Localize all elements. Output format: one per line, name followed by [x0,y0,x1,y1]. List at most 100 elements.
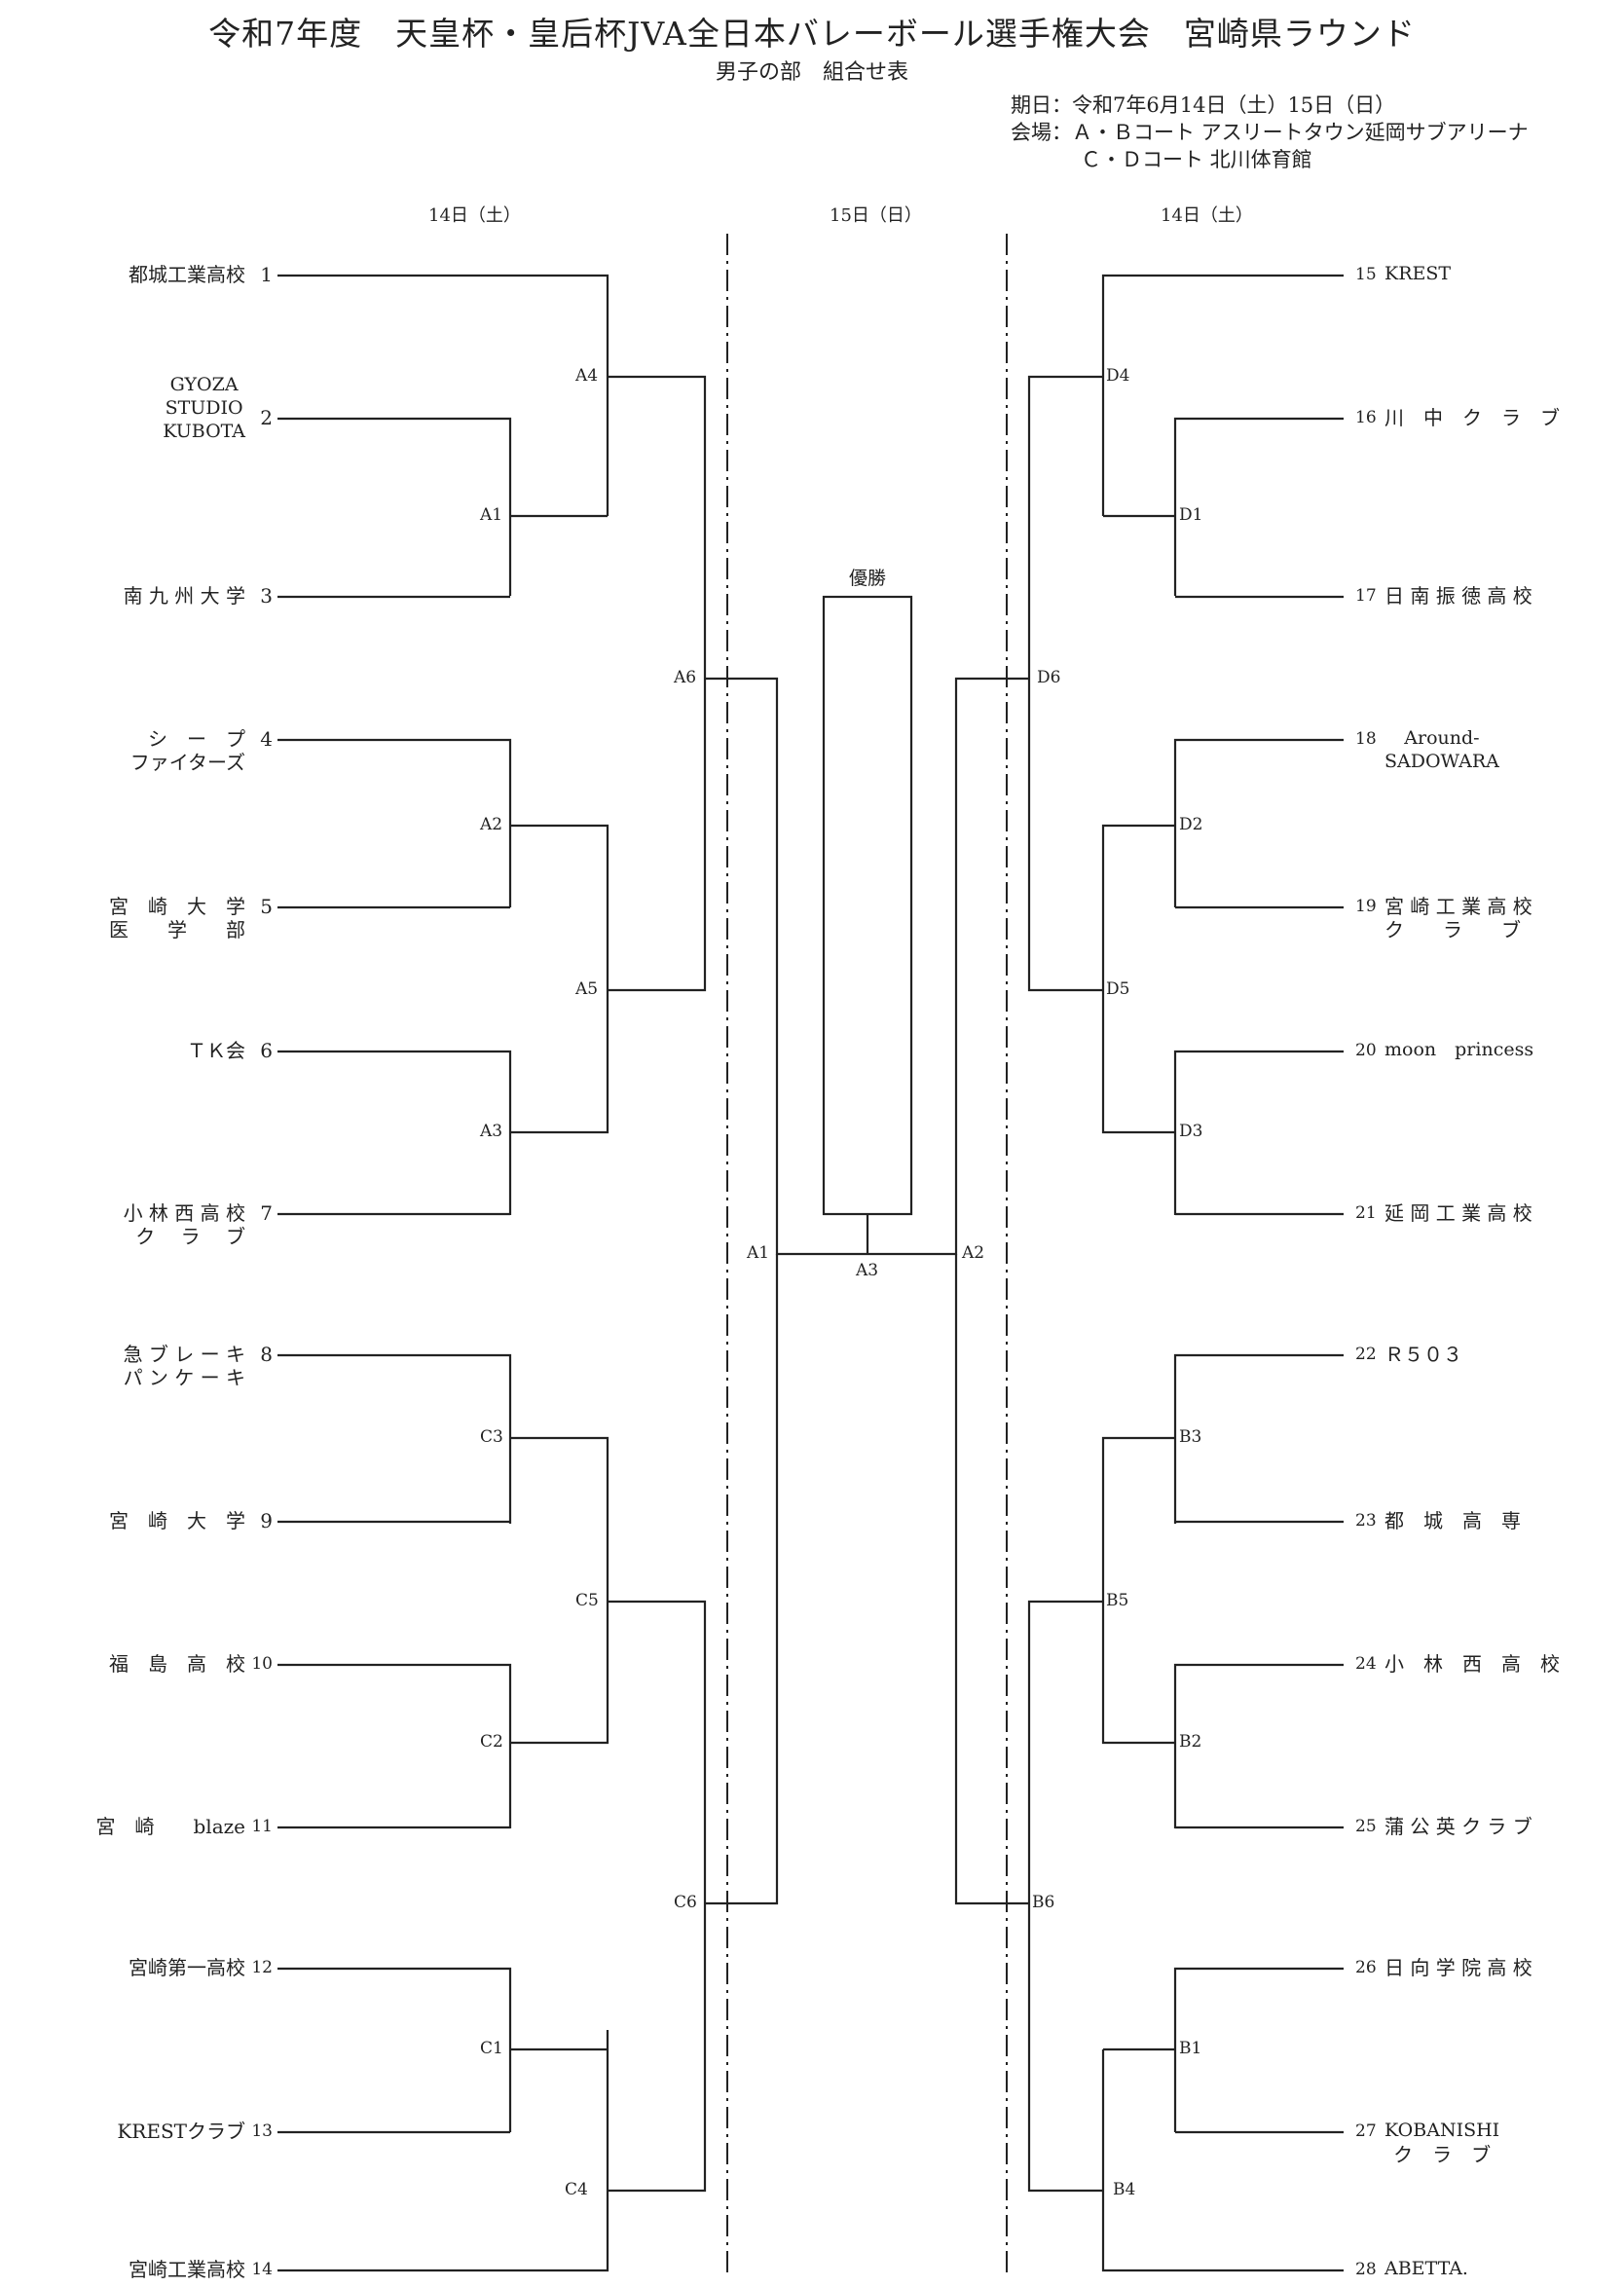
team-name-line: ク ラ ブ [1393,2143,1492,2166]
team-name-line: 宮崎第一高校 [129,1956,245,1979]
team-name-line: KUBOTA [163,421,245,442]
team-name-line: 小 林 西 高 校 [1384,1652,1560,1676]
day-label-right: 14日（土） [1161,205,1253,226]
event-date: 期日：令和7年6月14日（土）15日（日） [1011,93,1396,117]
match-label-d6: D6 [1037,668,1061,687]
team-name-line: 宮 崎 大 学 [109,1509,245,1532]
team-name-line: 福 島 高 校 [109,1652,245,1676]
team-number: 18 [1355,729,1377,749]
team-number: 7 [260,1201,273,1225]
page-title: 令和7年度 天皇杯・皇后杯JVA全日本バレーボール選手権大会 宮崎県ラウンド [208,15,1416,53]
team-name-line: 急 ブ レ ー キ [123,1343,245,1366]
team-name: シ ー プファイターズ [130,728,245,775]
match-label-b5: B5 [1106,1591,1129,1610]
match-label-d5: D5 [1106,979,1130,999]
match-label-c1: C1 [480,2039,503,2058]
team-name-line: Around- [1404,727,1480,749]
team-number: 14 [251,2260,273,2279]
match-label-d2: D2 [1179,815,1203,834]
team-number: 12 [251,1958,273,1977]
team-name-line: パ ン ケ ー キ [123,1366,245,1389]
match-label-c6: C6 [674,1893,697,1912]
team-name-line: 都城工業高校 [129,263,245,286]
event-venue-ab: 会場：Ａ・Ｂコート アスリートタウン延岡サブアリーナ [1011,121,1529,144]
team-number: 20 [1355,1041,1377,1060]
match-label-final-a2: A2 [962,1243,985,1263]
team-name-line: 医 学 部 [109,918,245,941]
match-label-b3: B3 [1179,1427,1202,1447]
team-name: 蒲 公 英 ク ラ ブ [1384,1816,1532,1839]
team-number: 4 [260,727,273,751]
team-number: 9 [260,1509,273,1532]
team-number: 5 [260,895,273,918]
team-name: KRESTクラブ [117,2121,245,2144]
match-label-b2: B2 [1179,1732,1202,1752]
match-label-a3: A3 [480,1122,503,1141]
team-number: 11 [251,1817,273,1836]
team-name: 宮 崎 工 業 高 校ク ラ ブ [1384,896,1532,942]
team-name: 宮崎第一高校 [129,1957,245,1980]
team-name-line: 都 城 高 専 [1384,1509,1521,1532]
team-name-line: 川 中 ク ラ ブ [1384,406,1560,429]
team-name-line: GYOZA [169,374,239,395]
team-name: 都城工業高校 [129,264,245,287]
team-name: 宮 崎 blaze [96,1816,246,1839]
team-number: 25 [1355,1817,1377,1836]
team-name-line: 日 南 振 徳 高 校 [1384,584,1532,608]
team-name-line: 宮崎工業高校 [129,2258,245,2281]
team-name-line: 宮 崎 blaze [95,1815,246,1838]
match-label-c2: C2 [480,1732,503,1752]
team-number: 2 [260,406,273,429]
team-name-line: 小 林 西 高 校 [123,1201,245,1225]
match-label-d1: D1 [1179,505,1203,525]
team-number: 28 [1355,2260,1377,2279]
page-subtitle: 男子の部 組合せ表 [715,60,908,85]
day-label-center: 15日（日） [830,205,922,226]
team-number: 3 [260,584,273,608]
team-name-line: KRESTクラブ [117,2120,245,2143]
team-number: 23 [1355,1511,1377,1531]
champion-label: 優勝 [849,568,887,589]
match-label-c4: C4 [565,2180,588,2199]
team-name-line: 日 向 学 院 高 校 [1384,1956,1532,1979]
match-label-a6: A6 [674,668,697,687]
team-name: 延 岡 工 業 高 校 [1384,1202,1532,1226]
team-number: 24 [1355,1654,1377,1674]
team-name: Ｒ５０３ [1384,1344,1462,1367]
team-name-line: moon princess [1384,1039,1534,1060]
team-name-line: ファイターズ [129,751,245,774]
team-number: 6 [260,1039,273,1062]
team-number: 1 [260,263,273,286]
team-number: 26 [1355,1958,1377,1977]
match-label-d3: D3 [1179,1122,1203,1141]
team-name: 小 林 西 高 校 [1384,1653,1560,1677]
team-name-line: ＴＫ会 [186,1039,284,1062]
team-name: 都 城 高 専 [1384,1510,1521,1533]
team-name-line: KREST [1384,263,1452,284]
team-name: 福 島 高 校 [109,1653,245,1677]
team-name: 日 南 振 徳 高 校 [1384,585,1532,609]
team-number: 16 [1355,408,1377,427]
team-name: ＴＫ会 [148,1040,245,1063]
match-label-a5: A5 [575,979,599,999]
team-number: 27 [1355,2121,1377,2141]
team-name-line: KOBANISHI [1384,2120,1500,2141]
team-name: 小 林 西 高 校ク ラ ブ [124,1202,245,1249]
match-label-final-a3: A3 [856,1261,879,1280]
team-number: 19 [1355,897,1377,916]
team-name: 南 九 州 大 学 [124,585,245,609]
team-name-line: ク ラ ブ [135,1225,245,1248]
match-label-a4: A4 [575,366,599,386]
team-name: Around-SADOWARA [1384,727,1499,775]
team-name: 日 向 学 院 高 校 [1384,1957,1532,1980]
match-label-a1: A1 [480,505,503,525]
team-name: moon princess [1384,1039,1534,1063]
team-number: 15 [1355,265,1377,284]
team-number: 10 [251,1654,273,1674]
team-name-line: 宮 崎 工 業 高 校 [1384,895,1532,918]
team-number: 13 [251,2121,273,2141]
team-name-line: ク ラ ブ [1384,918,1521,941]
team-name: 宮 崎 大 学医 学 部 [109,896,245,942]
